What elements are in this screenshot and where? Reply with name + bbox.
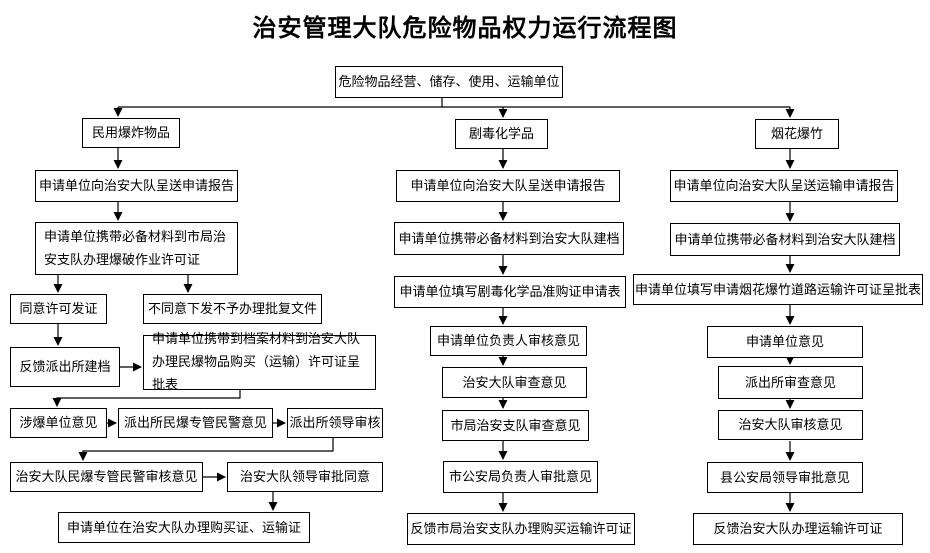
node-explosives-submit-report: 申请单位向治安大队呈送申请报告	[35, 170, 238, 202]
node-fireworks-file-materials: 申请单位携带必备材料到治安大队建档	[670, 223, 900, 256]
node-fireworks-station-review-opinion: 派出所审查意见	[718, 366, 863, 399]
node-explosives-station-leader-review: 派出所领导审核	[287, 408, 383, 438]
node-explosives-brigade-leader-approval: 治安大队领导审批同意	[227, 462, 383, 492]
node-toxic-unit-head-opinion: 申请单位负责人审核意见	[430, 326, 587, 356]
node-toxic-city-detachment-review: 市局治安支队审查意见	[442, 410, 589, 441]
node-fireworks-transport-permit-form: 申请单位填写申请烟花爆竹道路运输许可证呈批表	[633, 274, 923, 305]
node-toxic-file-materials: 申请单位携带必备材料到治安大队建档	[394, 222, 624, 255]
node-fireworks-submit-transport-report: 申请单位向治安大队呈送运输申请报告	[670, 170, 898, 202]
node-fireworks-feedback-transport-permit: 反馈治安大队办理运输许可证	[693, 513, 903, 545]
node-fireworks-header: 烟花爆竹	[755, 119, 839, 149]
node-toxic-city-bureau-head-approval: 市公安局负责人审批意见	[443, 461, 598, 493]
node-toxic-feedback-issue-permit: 反馈市局治安支队办理购买运输许可证	[407, 513, 635, 545]
node-explosives-feedback-station-file: 反馈派出所建档	[10, 347, 120, 387]
node-explosives-purchase-approval-form: 申请单位携带到档案材料到治安大队办理民爆物品购买（运输）许可证呈批表	[143, 331, 376, 392]
node-explosives-header: 民用爆炸物品	[82, 118, 180, 148]
page-title: 治安管理大队危险物品权力运行流程图	[252, 16, 678, 42]
node-toxic-purchase-application-form: 申请单位填写剧毒化学品准购证申请表	[394, 276, 626, 308]
node-explosives-unit-opinion: 涉爆单位意见	[10, 408, 107, 438]
node-explosives-blasting-permit: 申请单位携带必备材料到市局治安支队办理爆破作业许可证	[35, 222, 238, 275]
node-explosives-disagree-notice: 不同意下发不予办理批复文件	[143, 294, 322, 324]
node-toxic-brigade-review-opinion: 治安大队审查意见	[442, 367, 587, 398]
node-explosives-brigade-officer-review: 治安大队民爆专管民警审核意见	[10, 462, 203, 492]
node-toxic-submit-report: 申请单位向治安大队呈送申请报告	[396, 170, 620, 202]
node-root-unit: 危险物品经营、储存、使用、运输单位	[335, 66, 563, 98]
node-toxic-header: 剧毒化学品	[455, 119, 548, 149]
node-explosives-issue-certificates: 申请单位在治安大队办理购买证、运输证	[58, 512, 310, 543]
node-fireworks-county-bureau-leader-approval: 县公安局领导审批意见	[707, 462, 863, 493]
node-explosives-agree-issue: 同意许可发证	[10, 294, 107, 324]
node-fireworks-unit-opinion: 申请单位意见	[707, 326, 863, 358]
node-explosives-station-officer-opinion: 派出所民爆专管民警意见	[118, 408, 273, 438]
node-fireworks-brigade-review-opinion: 治安大队审核意见	[718, 410, 863, 440]
